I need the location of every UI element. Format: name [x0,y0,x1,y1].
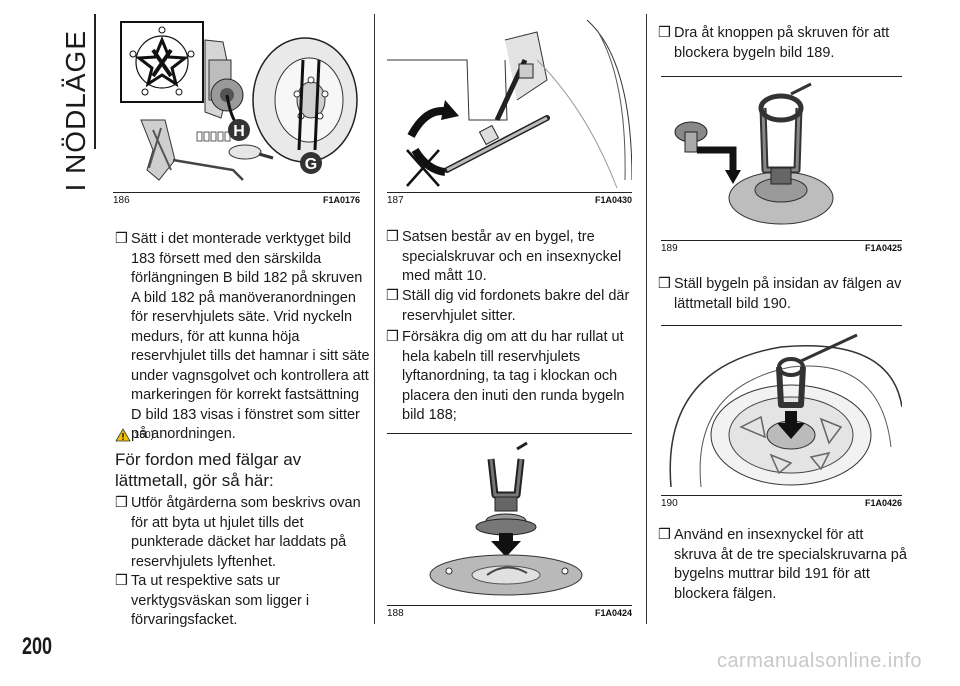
figure-188-number: 188 [387,608,404,619]
warning-note-ref: 150) [134,429,155,441]
col3-item-3-text: Använd en insexnyckel för att skruva åt … [674,527,907,602]
figure-190-code: F1A0426 [864,498,902,508]
figure-188-code: F1A0424 [594,608,632,618]
figure-190-caption: 190 F1A0426 [661,495,902,509]
col2-item-2-text: Ställ dig vid fordonets bakre del där re… [402,288,630,324]
figure-190: 190 F1A0426 [661,325,902,511]
warning-triangle-icon [115,428,131,442]
col3-item-2-text: Ställ bygeln på insidan av fälgen av lät… [674,276,902,312]
column-divider-1 [374,14,375,624]
warning-note: 150) [115,428,154,442]
bullet: ❒ [115,231,128,247]
col1-item-2-text: Utför åtgärderna som beskrivs ovan för a… [131,495,361,570]
figure-186-illustration: H G [120,21,358,181]
page-number: 200 [22,633,53,660]
col2-list-item-3: ❒ Försäkra dig om att du har rullat ut h… [386,328,638,426]
col3-list-item-2: ❒ Ställ bygeln på insidan av fälgen av l… [658,275,908,314]
watermark: carmanualsonline.info [716,650,922,672]
figure-190-illustration [669,333,902,488]
bullet: ❒ [386,329,399,345]
figure-186-number: 186 [113,195,130,206]
figure-186: H G 186 F1A0176 [113,20,360,208]
col1-list-item-1: ❒ Sätt i det monterade verktyget bild 18… [115,230,373,445]
column-divider-2 [646,14,647,624]
col2-item-3-text: Försäkra dig om att du har rullat ut hel… [402,329,625,423]
col2-item-1-text: Satsen består av en bygel, tre specialsk… [402,229,622,284]
figure-186-label-h: H [233,123,245,140]
bullet: ❒ [658,25,671,41]
figure-189-code: F1A0425 [864,243,902,253]
section-rule [94,14,96,149]
figure-186-caption: 186 F1A0176 [113,192,360,206]
figure-186-code: F1A0176 [322,195,360,205]
figure-186-label-g: G [305,156,317,173]
figure-187-code: F1A0430 [594,195,632,205]
col1-item-3-text: Ta ut respektive sats ur verktygsväskan … [131,573,310,628]
col3-list-item-1: ❒ Dra åt knoppen på skruven för att bloc… [658,24,908,63]
bullet: ❒ [386,229,399,245]
figure-187-illustration [387,20,632,189]
figure-188: 188 F1A0424 [387,433,632,621]
figure-189-number: 189 [661,243,678,254]
figure-190-number: 190 [661,498,678,509]
col3-list-item-3: ❒ Använd en insexnyckel för att skruva å… [658,526,908,604]
bullet: ❒ [386,288,399,304]
section-title: I NÖDLÄGE [60,30,91,192]
figure-188-caption: 188 F1A0424 [387,605,632,619]
col3-item-1-text: Dra åt knoppen på skruven för att blocke… [674,25,890,61]
figure-189-caption: 189 F1A0425 [661,240,902,254]
bullet: ❒ [658,527,671,543]
figure-187-number: 187 [387,195,404,206]
col2-list-item-2: ❒ Ställ dig vid fordonets bakre del där … [386,287,638,326]
bullet: ❒ [658,276,671,292]
figure-189: 189 F1A0425 [661,76,902,254]
col1-list-item-3: ❒ Ta ut respektive sats ur verktygsväska… [115,572,373,631]
figure-188-illustration [429,441,583,596]
figure-189-illustration [674,82,834,225]
col1-item-1-text: Sätt i det monterade verktyget bild 183 … [131,231,370,442]
bullet: ❒ [115,495,128,511]
col2-list-item-1: ❒ Satsen består av en bygel, tre special… [386,228,638,287]
figure-187-caption: 187 F1A0430 [387,192,632,206]
bullet: ❒ [115,573,128,589]
col1-list-item-2: ❒ Utför åtgärderna som beskrivs ovan för… [115,494,373,572]
section-heading: För fordon med fälgar av lättmetall, gör… [115,450,302,490]
figure-187: 187 F1A0430 [387,20,632,208]
